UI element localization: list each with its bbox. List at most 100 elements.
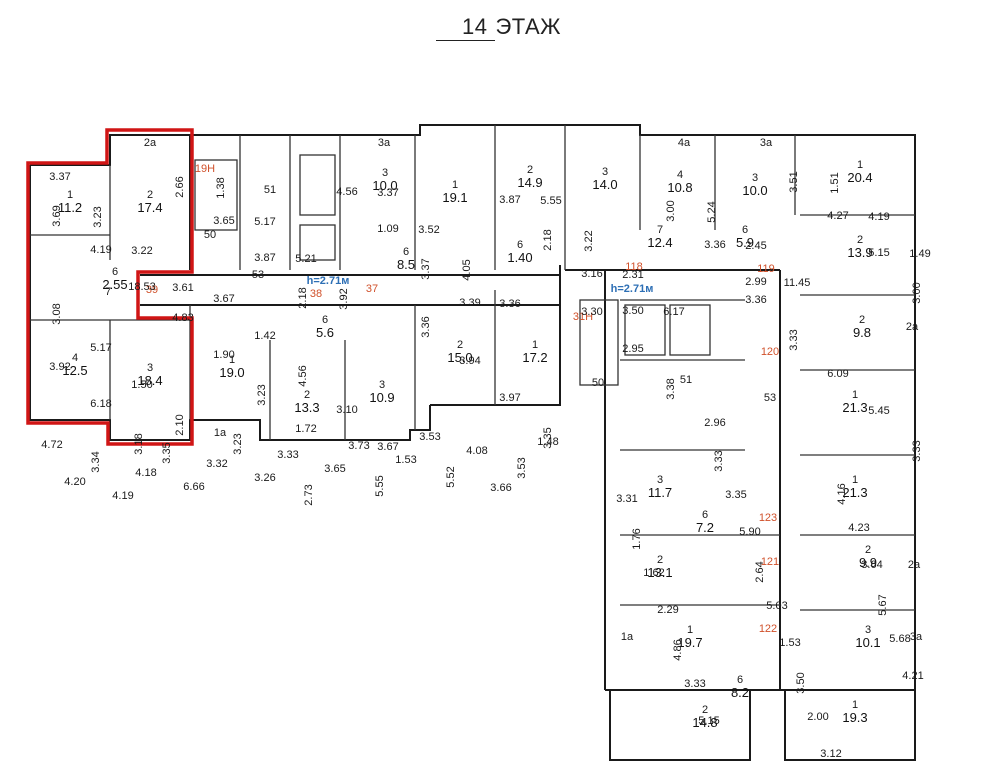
dimension-label: 6.09 bbox=[827, 368, 848, 380]
dimension-label: 3.16 bbox=[581, 268, 602, 280]
dimension-label: 3.69 bbox=[51, 205, 63, 226]
room-area: 2.55 bbox=[102, 277, 127, 292]
room-area: 8.5 bbox=[397, 257, 415, 272]
room-number: 51 bbox=[680, 374, 692, 386]
room-number: 3 bbox=[657, 474, 663, 486]
room-area: 8.2 bbox=[731, 685, 749, 700]
balcony-label: 2а bbox=[144, 137, 157, 149]
room-area: 7.2 bbox=[696, 520, 714, 535]
dimension-label: 3.67 bbox=[213, 293, 234, 305]
dimension-label: 3.33 bbox=[788, 329, 800, 350]
dimension-label: 3.65 bbox=[213, 215, 234, 227]
room-number: 1 bbox=[852, 389, 858, 401]
dimension-label: 3.61 bbox=[172, 282, 193, 294]
room-area: 17.2 bbox=[522, 350, 547, 365]
room-area: 10.0 bbox=[742, 183, 767, 198]
room-area: 10.9 bbox=[369, 390, 394, 405]
dimension-label: 3.50 bbox=[795, 672, 807, 693]
room-number: 3 bbox=[865, 624, 871, 636]
dimension-label: 1.90 bbox=[213, 349, 234, 361]
dimension-label: 4.19 bbox=[90, 244, 111, 256]
dimension-label: 3.50 bbox=[622, 305, 643, 317]
dimension-label: 4.56 bbox=[297, 365, 309, 386]
room-number: 4 bbox=[677, 169, 683, 181]
corridor-number: 37 bbox=[366, 283, 378, 295]
room-number: 2 bbox=[657, 554, 663, 566]
dimension-label: 3.65 bbox=[324, 463, 345, 475]
dimension-label: 3.36 bbox=[420, 316, 432, 337]
room-number: 1 bbox=[687, 624, 693, 636]
room-area: 17.4 bbox=[137, 200, 162, 215]
room-number: 1 bbox=[532, 339, 538, 351]
room-area: 14.8 bbox=[692, 715, 717, 730]
room-area: 21.3 bbox=[842, 400, 867, 415]
dimension-label: 1.51 bbox=[829, 172, 841, 193]
room-number: 50 bbox=[592, 377, 604, 389]
dimension-label: 3.33 bbox=[911, 440, 923, 461]
dimension-label: 3.00 bbox=[911, 282, 923, 303]
dimension-label: 1.38 bbox=[215, 177, 227, 198]
room-area: 19.3 bbox=[842, 710, 867, 725]
room-number: 6 bbox=[702, 509, 708, 521]
room-number: 53 bbox=[764, 392, 776, 404]
dimension-label: 3.36 bbox=[745, 294, 766, 306]
dimension-label: 3.36 bbox=[704, 239, 725, 251]
dimension-label: 3.08 bbox=[51, 303, 63, 324]
dimension-label: 5.67 bbox=[877, 594, 889, 615]
room-area: 5.6 bbox=[316, 325, 334, 340]
balcony-label: 2а bbox=[906, 321, 919, 333]
dimension-label: 11.45 bbox=[784, 277, 811, 289]
room-number: 3 bbox=[379, 379, 385, 391]
dimension-label: 6.18 bbox=[90, 398, 111, 410]
dimension-label: 4.08 bbox=[466, 445, 487, 457]
interior-walls bbox=[30, 125, 915, 611]
dimension-label: 2.29 bbox=[657, 604, 678, 616]
room-area: 1.40 bbox=[507, 250, 532, 265]
dimension-label: 5.55 bbox=[374, 475, 386, 496]
room-area: 15.0 bbox=[447, 350, 472, 365]
room-area: 19.0 bbox=[219, 365, 244, 380]
dimension-label: 3.37 bbox=[49, 171, 70, 183]
corridor-number: 120 bbox=[761, 346, 779, 358]
dimension-label: 4.56 bbox=[336, 186, 357, 198]
room-number: 2 bbox=[527, 164, 533, 176]
dimension-label: 6.66 bbox=[183, 481, 204, 493]
room-number: 3 bbox=[602, 166, 608, 178]
dimension-label: 3.73 bbox=[348, 440, 369, 452]
dimension-label: 1.53 bbox=[395, 454, 416, 466]
dimension-label: 3.37 bbox=[377, 187, 398, 199]
room-area: 10.8 bbox=[667, 180, 692, 195]
dimension-label: 1.72 bbox=[295, 423, 316, 435]
room-area: 12.5 bbox=[62, 363, 87, 378]
corridor-number: 39 bbox=[146, 284, 158, 296]
room-area: 18.4 bbox=[137, 373, 162, 388]
room-area: 11.2 bbox=[58, 200, 82, 215]
room-number: 1 bbox=[67, 189, 73, 201]
corridor-number: 31Н bbox=[573, 311, 593, 323]
dimension-label: 3.35 bbox=[725, 489, 746, 501]
dimension-label: 3.33 bbox=[684, 678, 705, 690]
room-area: 20.4 bbox=[847, 170, 872, 185]
room-number: 6 bbox=[742, 224, 748, 236]
dimension-label: 3.36 bbox=[499, 298, 520, 310]
dimension-label: 3.92 bbox=[338, 288, 350, 309]
dimension-label: 2.45 bbox=[745, 240, 766, 252]
balcony-label: 3а bbox=[910, 631, 923, 643]
dimension-label: 3.64 bbox=[861, 559, 882, 571]
dimension-label: 4.20 bbox=[64, 476, 85, 488]
room-area: 9.8 bbox=[853, 325, 871, 340]
corridor-number: 38 bbox=[310, 288, 322, 300]
room-area: 10.1 bbox=[855, 635, 880, 650]
dimension-label: 3.22 bbox=[131, 245, 152, 257]
room-number: 1 bbox=[857, 159, 863, 171]
dimension-label: 3.87 bbox=[499, 194, 520, 206]
dimension-label: 3.23 bbox=[92, 206, 104, 227]
room-area: 11.7 bbox=[648, 485, 672, 500]
dimension-label: 3.66 bbox=[490, 482, 511, 494]
room-number: 2 bbox=[147, 189, 153, 201]
dimension-label: 3.87 bbox=[254, 252, 275, 264]
floor-word: ЭТАЖ bbox=[495, 14, 561, 39]
dimension-label: 4.05 bbox=[461, 259, 473, 280]
room-number: 2 bbox=[857, 234, 863, 246]
room-number: 2 bbox=[865, 544, 871, 556]
